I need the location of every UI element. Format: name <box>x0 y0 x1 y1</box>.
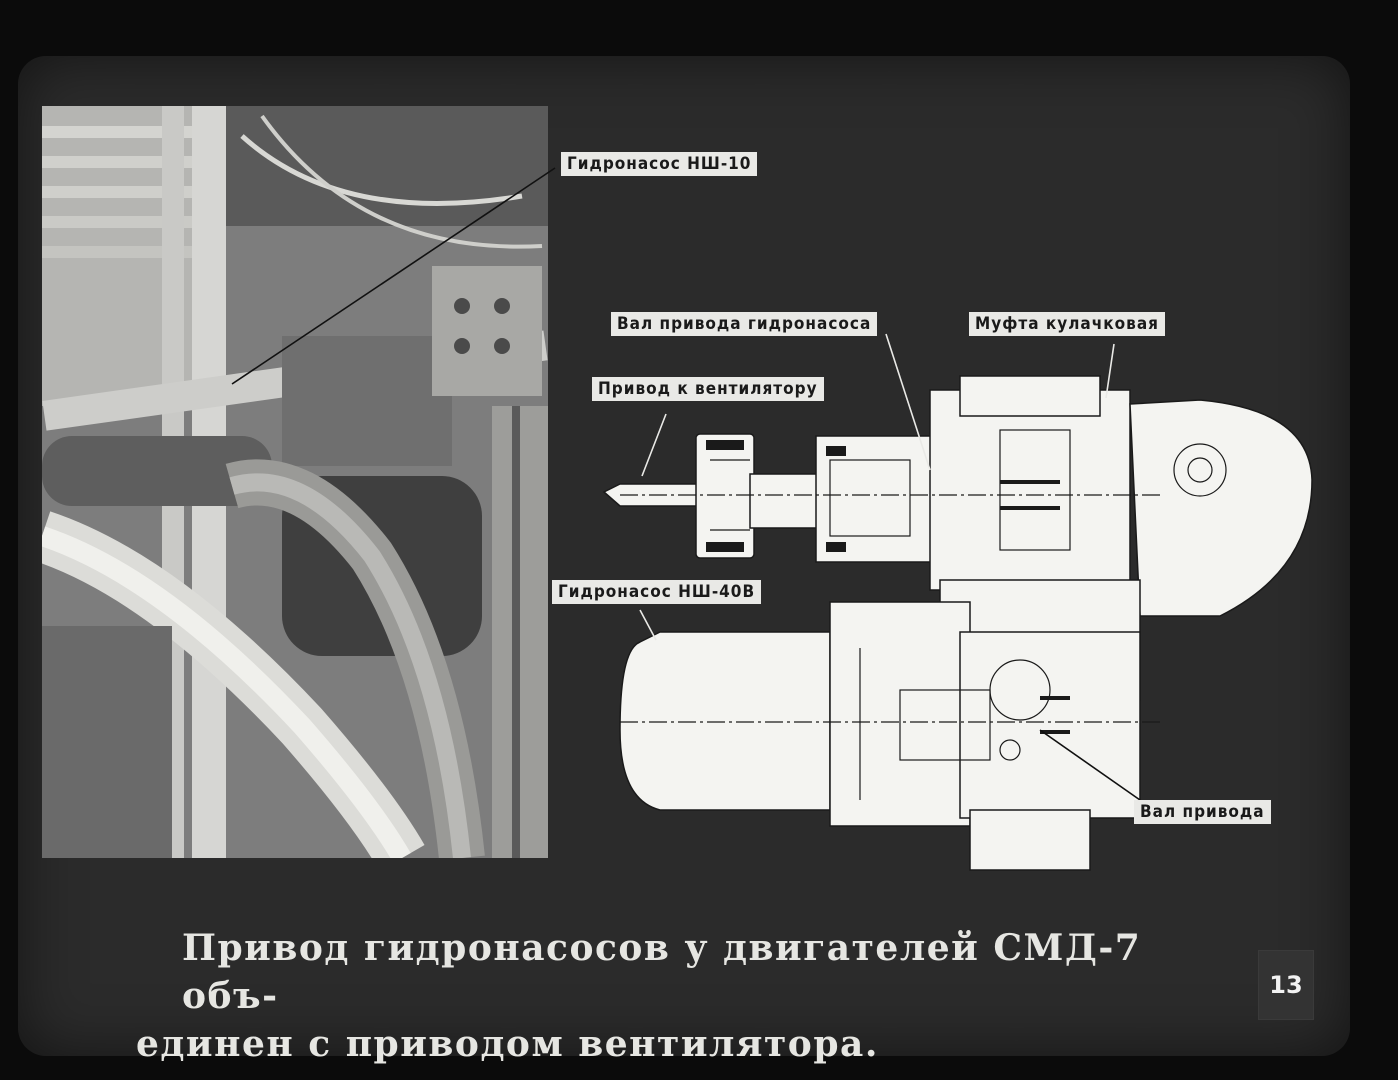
slide-caption: Привод гидронасосов у двигателей СМД-7 о… <box>136 924 1246 1068</box>
caption-line-2: единен с приводом вентилятора. <box>136 1023 879 1065</box>
label-drive-shaft: Вал привода <box>1134 800 1271 824</box>
label-fan-drive: Привод к вентилятору <box>592 377 824 401</box>
label-cam-clutch: Муфта кулачковая <box>969 312 1165 336</box>
label-pump-nsh10: Гидронасос НШ-10 <box>561 152 758 176</box>
caption-line-1: Привод гидронасосов у двигателей СМД-7 о… <box>182 927 1142 1017</box>
label-pump-nsh40v: Гидронасос НШ-40В <box>552 580 762 604</box>
label-shaft-pump-drive: Вал привода гидронасоса <box>611 312 878 336</box>
engine-photo <box>42 106 548 858</box>
page-number-badge: 13 <box>1258 950 1314 1020</box>
